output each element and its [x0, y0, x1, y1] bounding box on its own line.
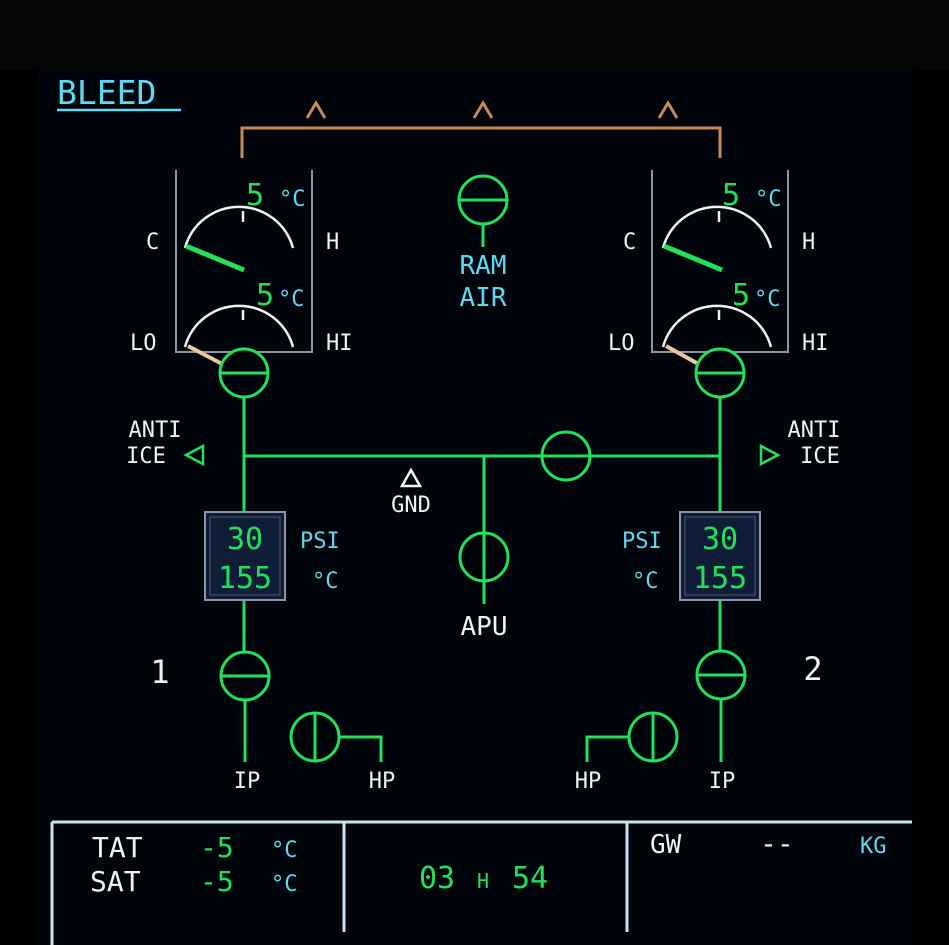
anti-ice-right-arrow-icon [759, 443, 781, 467]
engine-1-ip-label: IP [234, 769, 261, 794]
footer-clock: 03 H 54 [419, 861, 548, 896]
tat-unit: °C [271, 838, 298, 863]
anti-ice-left-line2: ICE [126, 444, 166, 469]
pack-right-flow-needle [665, 344, 703, 368]
display-bezel [0, 0, 949, 70]
anti-ice-left: ANTI ICE [126, 418, 205, 469]
pack-left-temp-needle [185, 243, 245, 273]
bleed-left-indication: 30 155 PSI °C [204, 511, 340, 601]
pack-left-valve-unit: °C [278, 287, 305, 312]
ecam-screen [38, 70, 913, 945]
pack-right-temp-gauge [661, 205, 773, 249]
engine-2-number: 2 [803, 650, 822, 688]
pack-right-lo-label: LO [608, 331, 635, 356]
tat-label: TAT [92, 831, 143, 864]
pack-right-valve-unit: °C [754, 287, 781, 312]
pack-left-hot-label: H [326, 230, 339, 255]
clock-minutes: 54 [512, 861, 548, 896]
gnd-triangle-icon [399, 467, 423, 488]
pack-right-temp-unit: °C [755, 187, 782, 212]
pack-right-valve-value: 5 [732, 278, 750, 313]
ram-air-label-line1: RAM [460, 251, 507, 281]
bleed-left-psi-unit: PSI [300, 529, 340, 554]
pack-right-hi-label: HI [802, 331, 829, 356]
pack-right: 5 °C C H 5 °C LO HI [608, 178, 829, 399]
pack-right-temp-value: 5 [722, 178, 740, 213]
pack-left: 5 °C C H 5 °C LO HI [130, 178, 353, 399]
footer-gross-weight: GW -- KG [650, 827, 887, 860]
pack-left-flow-needle [187, 344, 227, 368]
engine-1-number: 1 [150, 653, 169, 691]
gw-unit: KG [860, 834, 887, 859]
ram-air-label-line2: AIR [460, 283, 507, 313]
sat-label: SAT [90, 865, 141, 898]
pack-right-flow-gauge [661, 304, 773, 348]
pack-left-flow-gauge [183, 304, 295, 348]
bleed-left-box [204, 511, 286, 601]
footer-temperatures: TAT -5 °C SAT -5 °C [90, 831, 298, 898]
bleed-left-temp-unit: °C [312, 569, 339, 594]
anti-ice-left-arrow-icon [183, 443, 205, 467]
bleed-left-psi-value: 30 [227, 522, 263, 557]
pack-left-temp-unit: °C [279, 187, 306, 212]
bleed-right-temp-unit: °C [632, 569, 659, 594]
pack-left-temp-gauge [183, 205, 295, 249]
engine-2-hp-label: HP [575, 769, 602, 794]
gw-value: -- [760, 827, 794, 860]
pack-left-lo-label: LO [130, 331, 157, 356]
bleed-right-indication: 30 155 PSI °C [622, 511, 761, 601]
bleed-manifold [242, 397, 722, 652]
sat-value: -5 [200, 865, 234, 898]
sat-unit: °C [271, 872, 298, 897]
anti-ice-left-line1: ANTI [129, 418, 182, 443]
duct-arrow-right-icon [657, 100, 679, 119]
pack-left-temp-value: 5 [246, 178, 264, 213]
pack-left-valve-value: 5 [256, 278, 274, 313]
pack-left-cold-label: C [146, 230, 159, 255]
clock-separator: H [477, 869, 489, 893]
anti-ice-right-line1: ANTI [788, 418, 841, 443]
engine-1-bleed: 1 IP HP [150, 650, 396, 794]
bleed-right-psi-unit: PSI [622, 529, 662, 554]
ground-connection: GND [391, 467, 431, 518]
apu-label: APU [461, 612, 508, 642]
bleed-right-psi-value: 30 [702, 522, 738, 557]
pack-right-cold-label: C [623, 230, 636, 255]
bleed-right-temp-value: 155 [693, 561, 747, 596]
engine-2-bleed: 2 IP HP [575, 649, 823, 794]
gnd-label: GND [391, 493, 431, 518]
clock-hours: 03 [419, 861, 455, 896]
bleed-left-temp-value: 155 [218, 561, 272, 596]
bleed-right-box [679, 511, 761, 601]
page-title: BLEED [57, 73, 156, 112]
gw-label: GW [650, 830, 682, 860]
anti-ice-right: ANTI ICE [759, 418, 841, 469]
tat-value: -5 [200, 831, 234, 864]
pack-outlet-duct [240, 100, 722, 158]
pack-right-temp-needle [663, 243, 723, 273]
ram-air: RAM AIR [457, 174, 509, 313]
anti-ice-right-line2: ICE [800, 444, 840, 469]
footer-dividers [50, 820, 912, 945]
duct-arrow-left-icon [305, 100, 327, 119]
engine-1-hp-label: HP [369, 769, 396, 794]
pack-left-hi-label: HI [326, 331, 353, 356]
engine-2-ip-label: IP [709, 769, 736, 794]
apu-bleed: APU [458, 531, 510, 642]
pack-right-hot-label: H [802, 230, 815, 255]
duct-arrow-center-icon [472, 100, 494, 119]
